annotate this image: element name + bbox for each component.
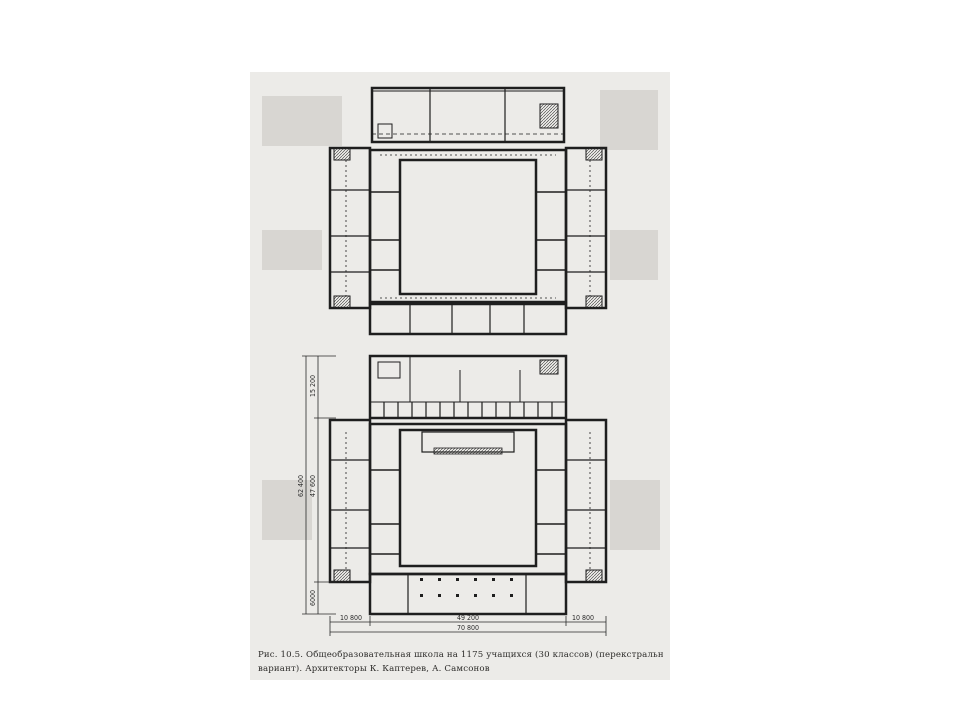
dim-center: 49 200: [457, 614, 479, 622]
figure-caption-line-1: Рис. 10.5. Общеобразовательная школа на …: [258, 650, 663, 660]
upper-floor-plan: [328, 86, 608, 336]
dim-overall-width: 70 800: [457, 624, 479, 632]
figure-caption-line-2: вариант). Архитекторы К. Каптерев, А. Са…: [258, 664, 490, 674]
dim-bottom-block: 6000: [309, 590, 317, 606]
dim-top-block: 15 200: [309, 375, 317, 397]
bleed-through-ghosting: [262, 90, 660, 550]
dim-courtyard-height: 47 600: [309, 475, 317, 497]
lower-floor-plan: [328, 354, 608, 616]
dimension-lines: [302, 355, 607, 636]
dim-left-wing: 10 800: [340, 614, 362, 622]
dim-overall-height: 62 400: [297, 475, 305, 497]
dim-right-wing: 10 800: [572, 614, 594, 622]
